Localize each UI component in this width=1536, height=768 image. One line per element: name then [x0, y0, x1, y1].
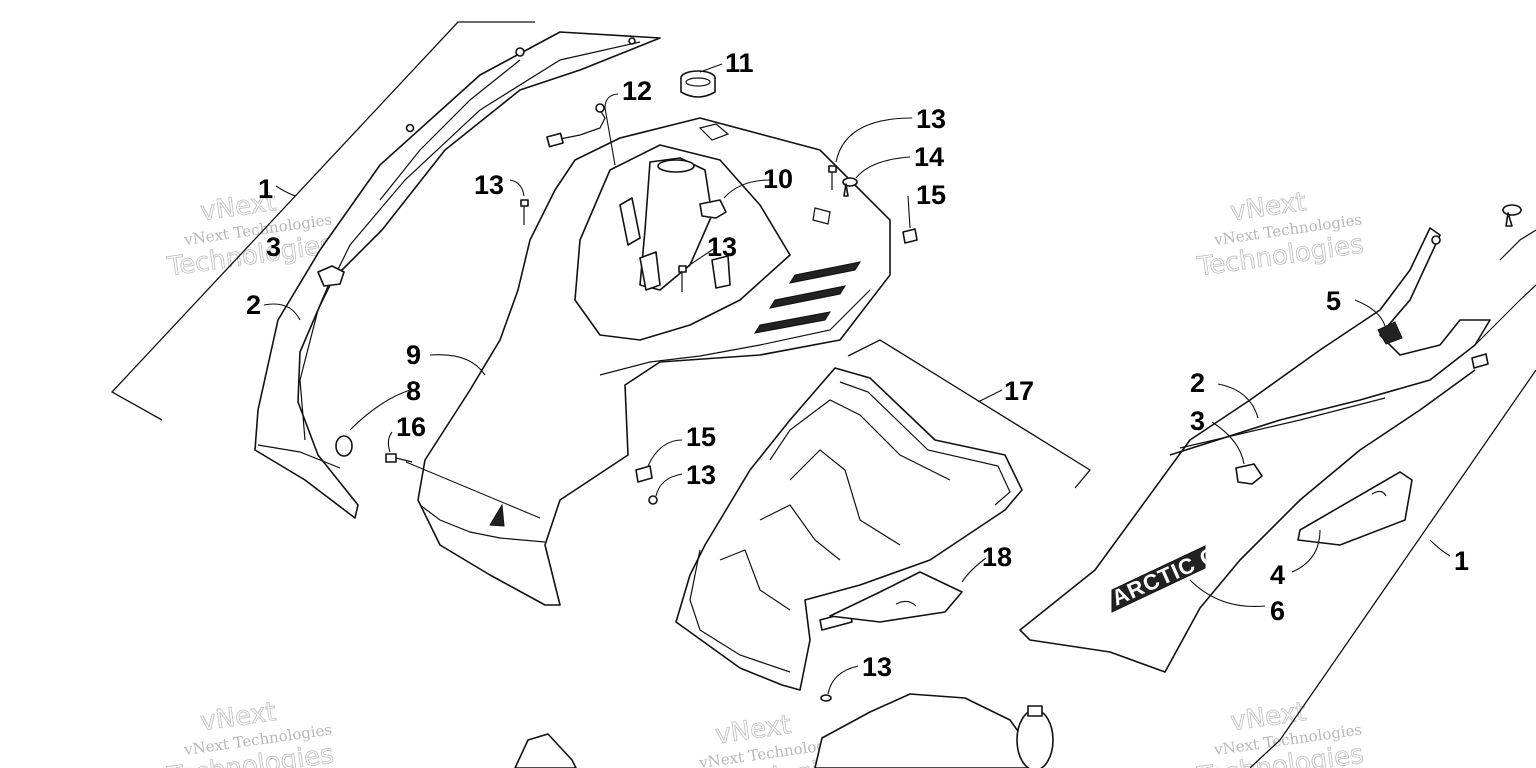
screw [520, 199, 529, 225]
callout-15-hood-right: 15 [916, 180, 946, 210]
left-side-panel-assembly [254, 31, 661, 519]
partial-part-left [514, 733, 577, 768]
panel-fastener-hole [515, 47, 525, 57]
bracket-right-side-panel [1249, 369, 1536, 768]
air-box-assembly [675, 367, 1023, 702]
air-filter-mark [895, 600, 917, 607]
foam-pad [699, 199, 727, 219]
grommet [680, 70, 716, 98]
bracket-left-side-panel [110, 21, 535, 421]
speed-nut [1471, 353, 1489, 369]
callout-18: 18 [982, 542, 1012, 572]
callout-labels: 1 2 3 8 16 9 12 11 13 10 13 13 14 15 15 … [246, 48, 1469, 682]
callout-3-right: 3 [1190, 406, 1205, 436]
callout-13-hood-lower: 13 [686, 460, 716, 490]
panel-fastener-hole [405, 123, 415, 133]
hood-clip [619, 197, 641, 246]
panel-inner-line [1179, 397, 1386, 449]
watermark-top-right: vNext Technologies vNext Technologies [1194, 187, 1365, 283]
callout-15-hood-lower: 15 [686, 422, 716, 452]
hood-detail-slot [812, 207, 831, 225]
air-box-lower-rim [689, 549, 791, 673]
hood-arrow-marker [489, 503, 505, 527]
speed-nut [902, 228, 918, 244]
watermark-bottom-right: vNext Technologies vNext Technologies [1194, 697, 1365, 768]
callout-2-right: 2 [1190, 368, 1205, 398]
air-box [675, 367, 1023, 691]
callout-17: 17 [1004, 376, 1034, 406]
hood-edge-line [419, 504, 546, 543]
speed-nut [635, 465, 653, 483]
screw [820, 694, 832, 702]
panel-fastener-hole [628, 37, 636, 45]
screw [828, 165, 837, 190]
callout-13-air-box: 13 [862, 652, 892, 682]
decal-strip [1297, 471, 1413, 546]
bracket-air-box [847, 339, 1091, 489]
callout-14: 14 [914, 142, 944, 172]
panel-vent-stripe [1377, 321, 1403, 345]
callout-5: 5 [1326, 286, 1341, 316]
callout-13-hood-center: 13 [707, 232, 737, 262]
air-box-inner-wall [769, 399, 951, 481]
hood-center-opening [657, 159, 695, 173]
bottom-partial-parts [514, 693, 1054, 768]
right-side-panel-assembly: ARCTIC CAT [1019, 204, 1536, 673]
panel-inner-line [379, 59, 521, 201]
panel-edge-line [1474, 284, 1536, 346]
panel-fastener-hole [1431, 235, 1441, 245]
watermark-bottom-left: vNext Technologies vNext Technologies [164, 697, 335, 768]
callout-9: 9 [406, 340, 421, 370]
hose-clamp [1016, 709, 1054, 768]
hose-clamp-screw [1027, 705, 1043, 717]
hood-vent-stripe [768, 285, 847, 309]
air-box-inner-wall [719, 549, 791, 611]
rivet [842, 177, 858, 197]
air-box-rim [839, 381, 1011, 506]
leader-lines [263, 63, 1451, 695]
callout-8: 8 [406, 376, 421, 406]
callout-13-hood-right: 13 [916, 104, 946, 134]
callout-2-left: 2 [246, 290, 261, 320]
hood-clip [639, 251, 661, 291]
air-filter-pad [829, 571, 963, 623]
callout-12: 12 [622, 76, 652, 106]
hood-edge-line [599, 289, 871, 376]
panel-edge-line [1499, 229, 1536, 261]
callout-1-left: 1 [258, 174, 273, 204]
foam-pad [317, 265, 345, 287]
panel-edge-line [299, 41, 641, 441]
right-side-panel [1019, 227, 1491, 673]
arctic-cat-logo-plate [1111, 545, 1206, 613]
callout-10: 10 [763, 164, 793, 194]
bolt [385, 453, 413, 463]
foam-pad [1235, 463, 1263, 485]
air-box-inner-wall [789, 449, 901, 546]
hood-vent-stripe [788, 261, 862, 284]
panel-edge-line [257, 444, 341, 469]
callout-3-left: 3 [266, 232, 281, 262]
intake-duct [814, 693, 1041, 768]
callout-11: 11 [725, 48, 754, 78]
hood-vent-stripe [753, 311, 832, 334]
decal-mark [1371, 490, 1387, 497]
o-ring [335, 435, 353, 457]
air-box-inner-wall [759, 504, 841, 561]
screw [648, 495, 658, 505]
screw [678, 265, 687, 292]
callout-16: 16 [396, 412, 426, 442]
hood-clip [711, 255, 731, 289]
wire-harness [546, 103, 606, 148]
callout-6: 6 [1270, 596, 1285, 626]
callout-13-hood-left: 13 [474, 170, 504, 200]
rivet [1502, 204, 1522, 227]
callout-1-right: 1 [1454, 546, 1469, 576]
callout-4: 4 [1270, 560, 1285, 590]
hood-detail-slot [698, 123, 730, 141]
front-hood-assembly [385, 70, 918, 606]
